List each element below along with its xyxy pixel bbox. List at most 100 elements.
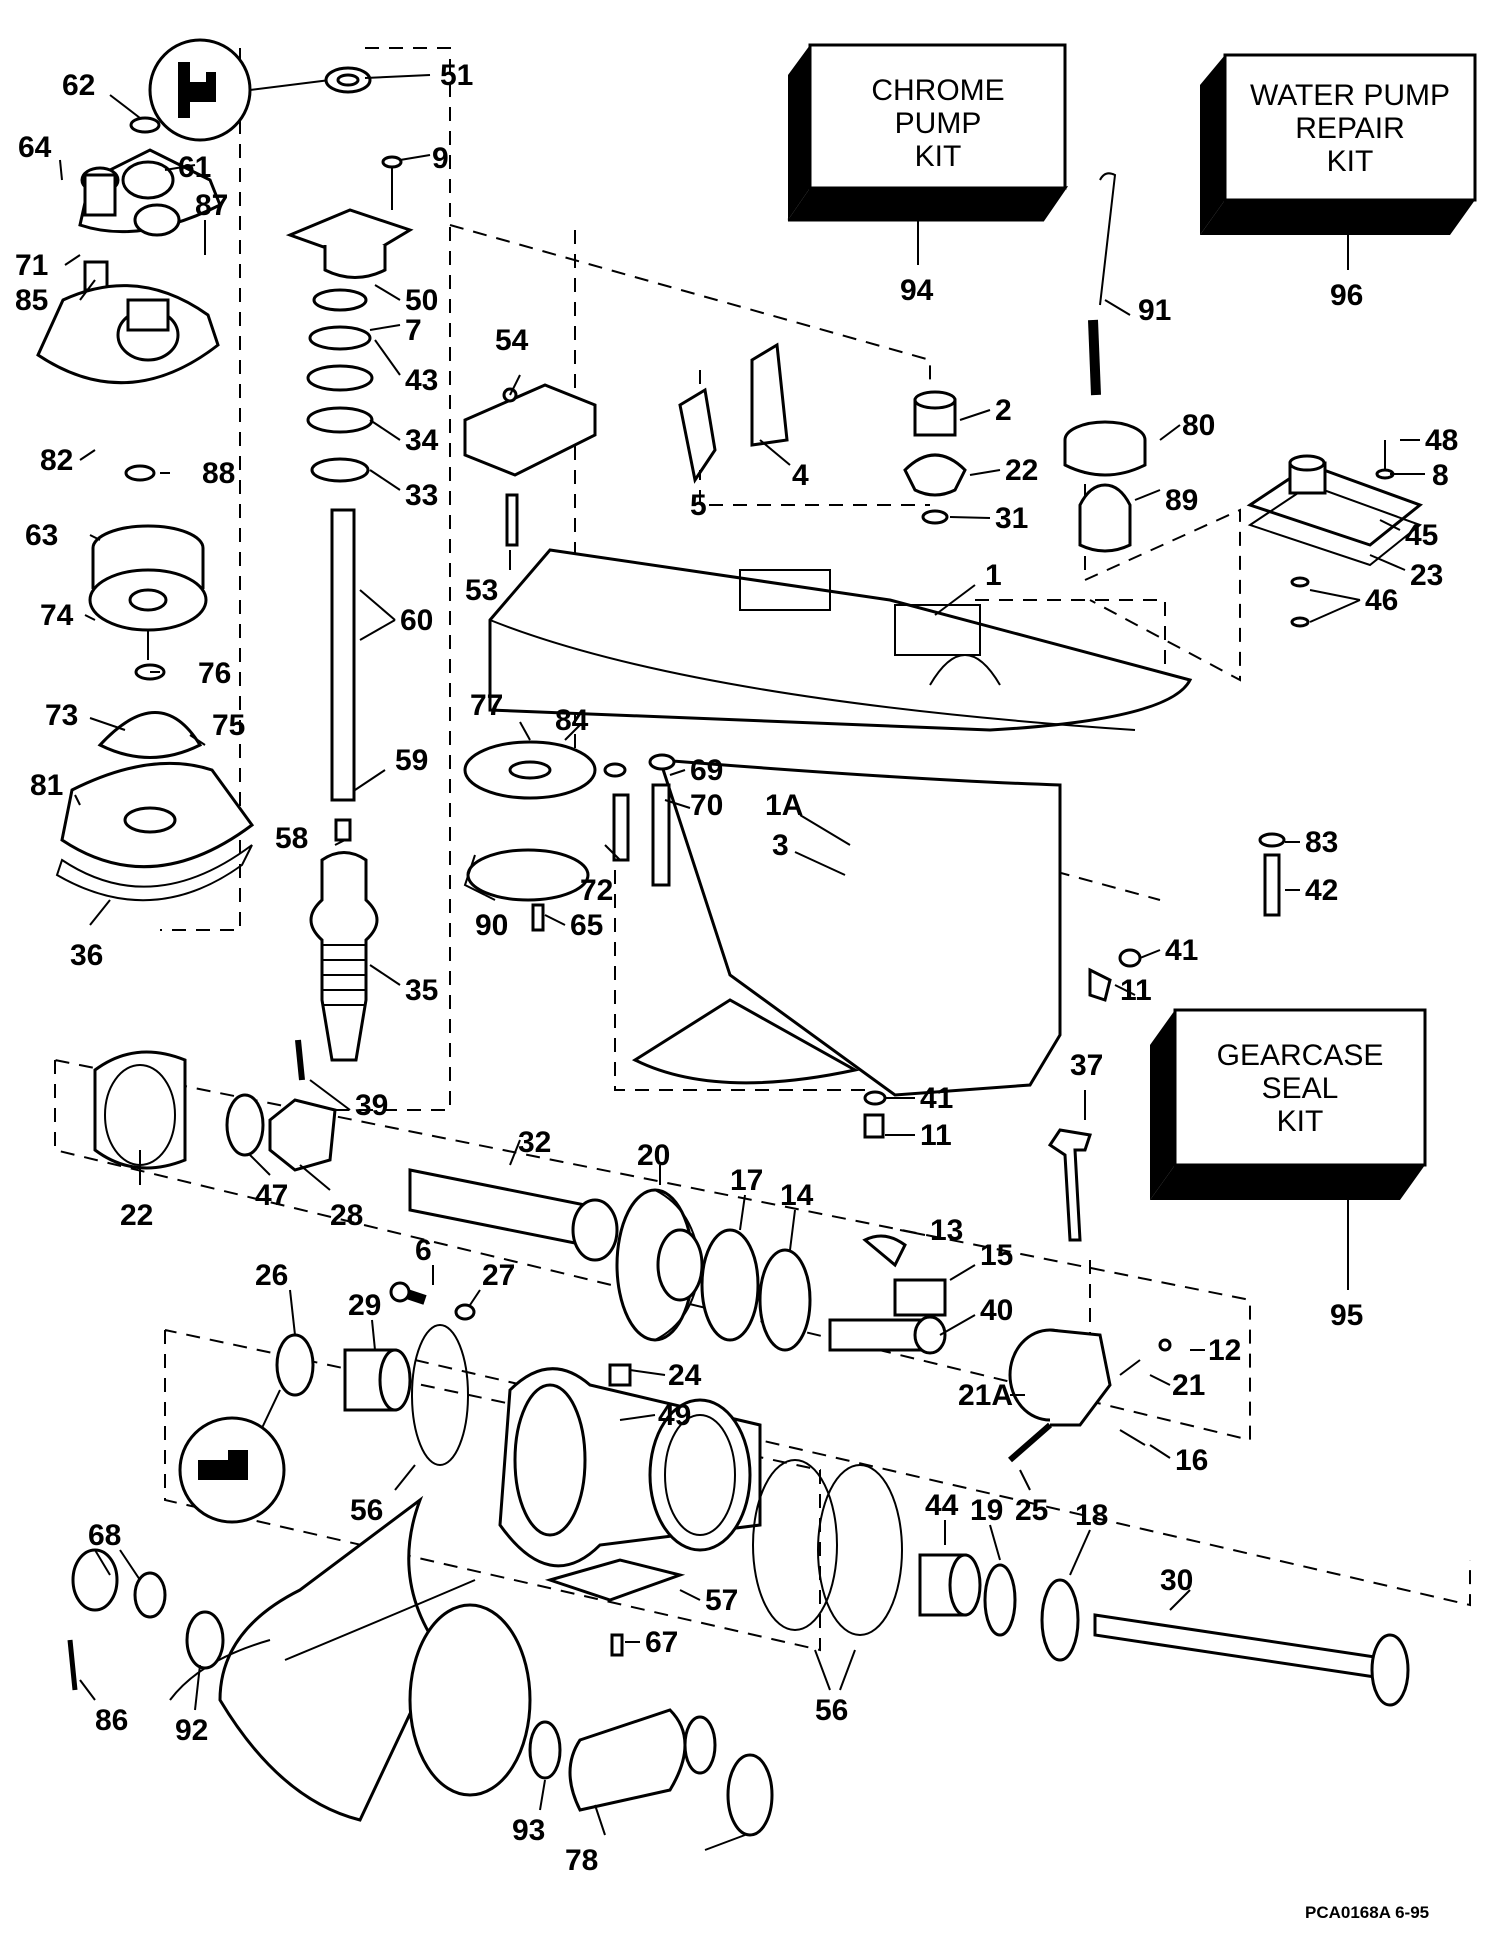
gearcase-kit-line-3: KIT bbox=[1277, 1105, 1324, 1138]
callout-26: 29 bbox=[348, 1289, 381, 1322]
callout-22-lower: 22 bbox=[120, 1199, 153, 1232]
callout-96: 96 bbox=[1330, 279, 1363, 312]
callout-85: 85 bbox=[15, 284, 48, 317]
callout-12: 21 bbox=[1172, 1369, 1205, 1402]
water-kit-line-1: WATER PUMP bbox=[1250, 79, 1450, 112]
water-pump-housing bbox=[36, 116, 222, 482]
shim-wedges bbox=[678, 342, 789, 484]
gearcase-kit-line-2: SEAL bbox=[1262, 1072, 1339, 1105]
callout-65: 65 bbox=[570, 909, 603, 942]
callout-89: 89 bbox=[1165, 484, 1198, 517]
leader-lines bbox=[59, 74, 1425, 1851]
callout-86: 92 bbox=[175, 1714, 208, 1747]
propshaft-37 bbox=[408, 1168, 619, 1262]
callout-63: 63 bbox=[25, 519, 58, 552]
forward-gear-22 bbox=[93, 1050, 337, 1172]
callout-90: 90 bbox=[475, 909, 508, 942]
callout-7: 7 bbox=[405, 314, 422, 347]
callout-94: 94 bbox=[900, 274, 934, 307]
callout-2: 2 bbox=[995, 394, 1012, 427]
callout-1A: 1A bbox=[765, 789, 803, 822]
callout-46: 46 bbox=[1365, 584, 1398, 617]
water-kit-line-2: REPAIR bbox=[1295, 112, 1404, 145]
propeller-shaft-18 bbox=[1093, 1613, 1410, 1707]
callout-33: 33 bbox=[405, 479, 438, 512]
callout-21A: 16 bbox=[1175, 1444, 1208, 1477]
callout-16: 25 bbox=[1015, 1494, 1048, 1527]
callout-28: 6 bbox=[415, 1234, 432, 1267]
impeller bbox=[88, 568, 208, 681]
callout-4: 4 bbox=[792, 459, 809, 492]
pump-gasket-and-plate bbox=[55, 711, 255, 902]
callout-32: 20 bbox=[637, 1139, 670, 1172]
callout-5: 5 bbox=[690, 489, 707, 522]
driveshaft-stack bbox=[285, 66, 414, 1081]
callout-74: 74 bbox=[40, 599, 74, 632]
shift-rod bbox=[1063, 172, 1147, 553]
bearing-housing-24 bbox=[498, 1363, 762, 1657]
callout-17: 14 bbox=[780, 1179, 814, 1212]
callout-18: 30 bbox=[1160, 1564, 1193, 1597]
callout-39: 39 bbox=[355, 1089, 388, 1122]
callout-80: 80 bbox=[1182, 409, 1215, 442]
callout-68: 86 bbox=[95, 1704, 128, 1737]
bearing-carrier-21 bbox=[1008, 1328, 1172, 1463]
bolts-69-72 bbox=[603, 753, 1286, 1139]
shift-plates bbox=[463, 740, 597, 932]
callout-51: 51 bbox=[440, 59, 473, 92]
callout-35: 35 bbox=[405, 974, 438, 1007]
callout-1: 1 bbox=[985, 559, 1002, 592]
callout-88: 88 bbox=[202, 457, 235, 490]
callout-64: 64 bbox=[18, 131, 52, 164]
callout-49: 12 bbox=[1208, 1334, 1241, 1367]
chrome-kit-line-2: PUMP bbox=[895, 107, 982, 140]
chrome-kit-line-1: CHROME bbox=[871, 74, 1004, 107]
callout-81: 81 bbox=[30, 769, 63, 802]
callout-11: 37 bbox=[1070, 1049, 1103, 1082]
callout-83: 83 bbox=[1305, 826, 1338, 859]
callout-45: 45 bbox=[1405, 519, 1438, 552]
gearcase-seal-kit-box: GEARCASE SEAL KIT bbox=[1150, 1008, 1427, 1200]
callout-61: 61 bbox=[178, 151, 211, 184]
water-kit-line-3: KIT bbox=[1327, 145, 1374, 178]
callout-30-right: 56 bbox=[815, 1694, 848, 1727]
callout-77: 77 bbox=[470, 689, 503, 722]
callout-58: 58 bbox=[275, 822, 308, 855]
water-pump-kit-box: WATER PUMP REPAIR KIT bbox=[1200, 53, 1477, 235]
prop-nut-parts bbox=[67, 1548, 774, 1837]
callout-93: 78 bbox=[565, 1844, 598, 1877]
callout-42-lower: 41 bbox=[920, 1082, 953, 1115]
propeller bbox=[169, 1495, 532, 1822]
callout-37: 32 bbox=[518, 1126, 551, 1159]
callout-44: 19 bbox=[970, 1494, 1003, 1527]
callout-30-left: 56 bbox=[350, 1494, 383, 1527]
callout-25: 44 bbox=[925, 1489, 959, 1522]
callout-29: 24 bbox=[668, 1359, 702, 1392]
chrome-pump-kit-box: CHROME PUMP KIT bbox=[787, 43, 1069, 222]
sealant-icon bbox=[178, 1389, 286, 1524]
callout-6: 27 bbox=[482, 1259, 515, 1292]
callout-42-upper: 41 bbox=[1165, 934, 1198, 967]
callout-43: 43 bbox=[405, 364, 438, 397]
cover-plate-45 bbox=[1246, 440, 1424, 628]
callout-84: 84 bbox=[555, 704, 589, 737]
reference-code: PCA0168A 6-95 bbox=[1305, 1903, 1429, 1922]
callout-21: 21A bbox=[958, 1379, 1013, 1412]
callout-56: 57 bbox=[705, 1584, 738, 1617]
callout-31: 31 bbox=[995, 502, 1028, 535]
callout-20: 17 bbox=[730, 1164, 763, 1197]
callout-41-upper: 11 bbox=[1120, 974, 1152, 1007]
gearcase-kit-line-1: GEARCASE bbox=[1217, 1039, 1384, 1072]
callout-69: 69 bbox=[690, 754, 723, 787]
callout-70: 70 bbox=[690, 789, 723, 822]
callout-9: 9 bbox=[432, 142, 449, 175]
callout-13: 15 bbox=[980, 1239, 1013, 1272]
callout-73: 73 bbox=[45, 699, 78, 732]
propshaft-seals bbox=[275, 1324, 469, 1466]
callout-24: 49 bbox=[658, 1399, 691, 1432]
callout-23: 23 bbox=[1410, 559, 1443, 592]
callout-36: 36 bbox=[70, 939, 103, 972]
callout-41-lower: 11 bbox=[920, 1119, 952, 1152]
callout-57: 67 bbox=[645, 1626, 678, 1659]
